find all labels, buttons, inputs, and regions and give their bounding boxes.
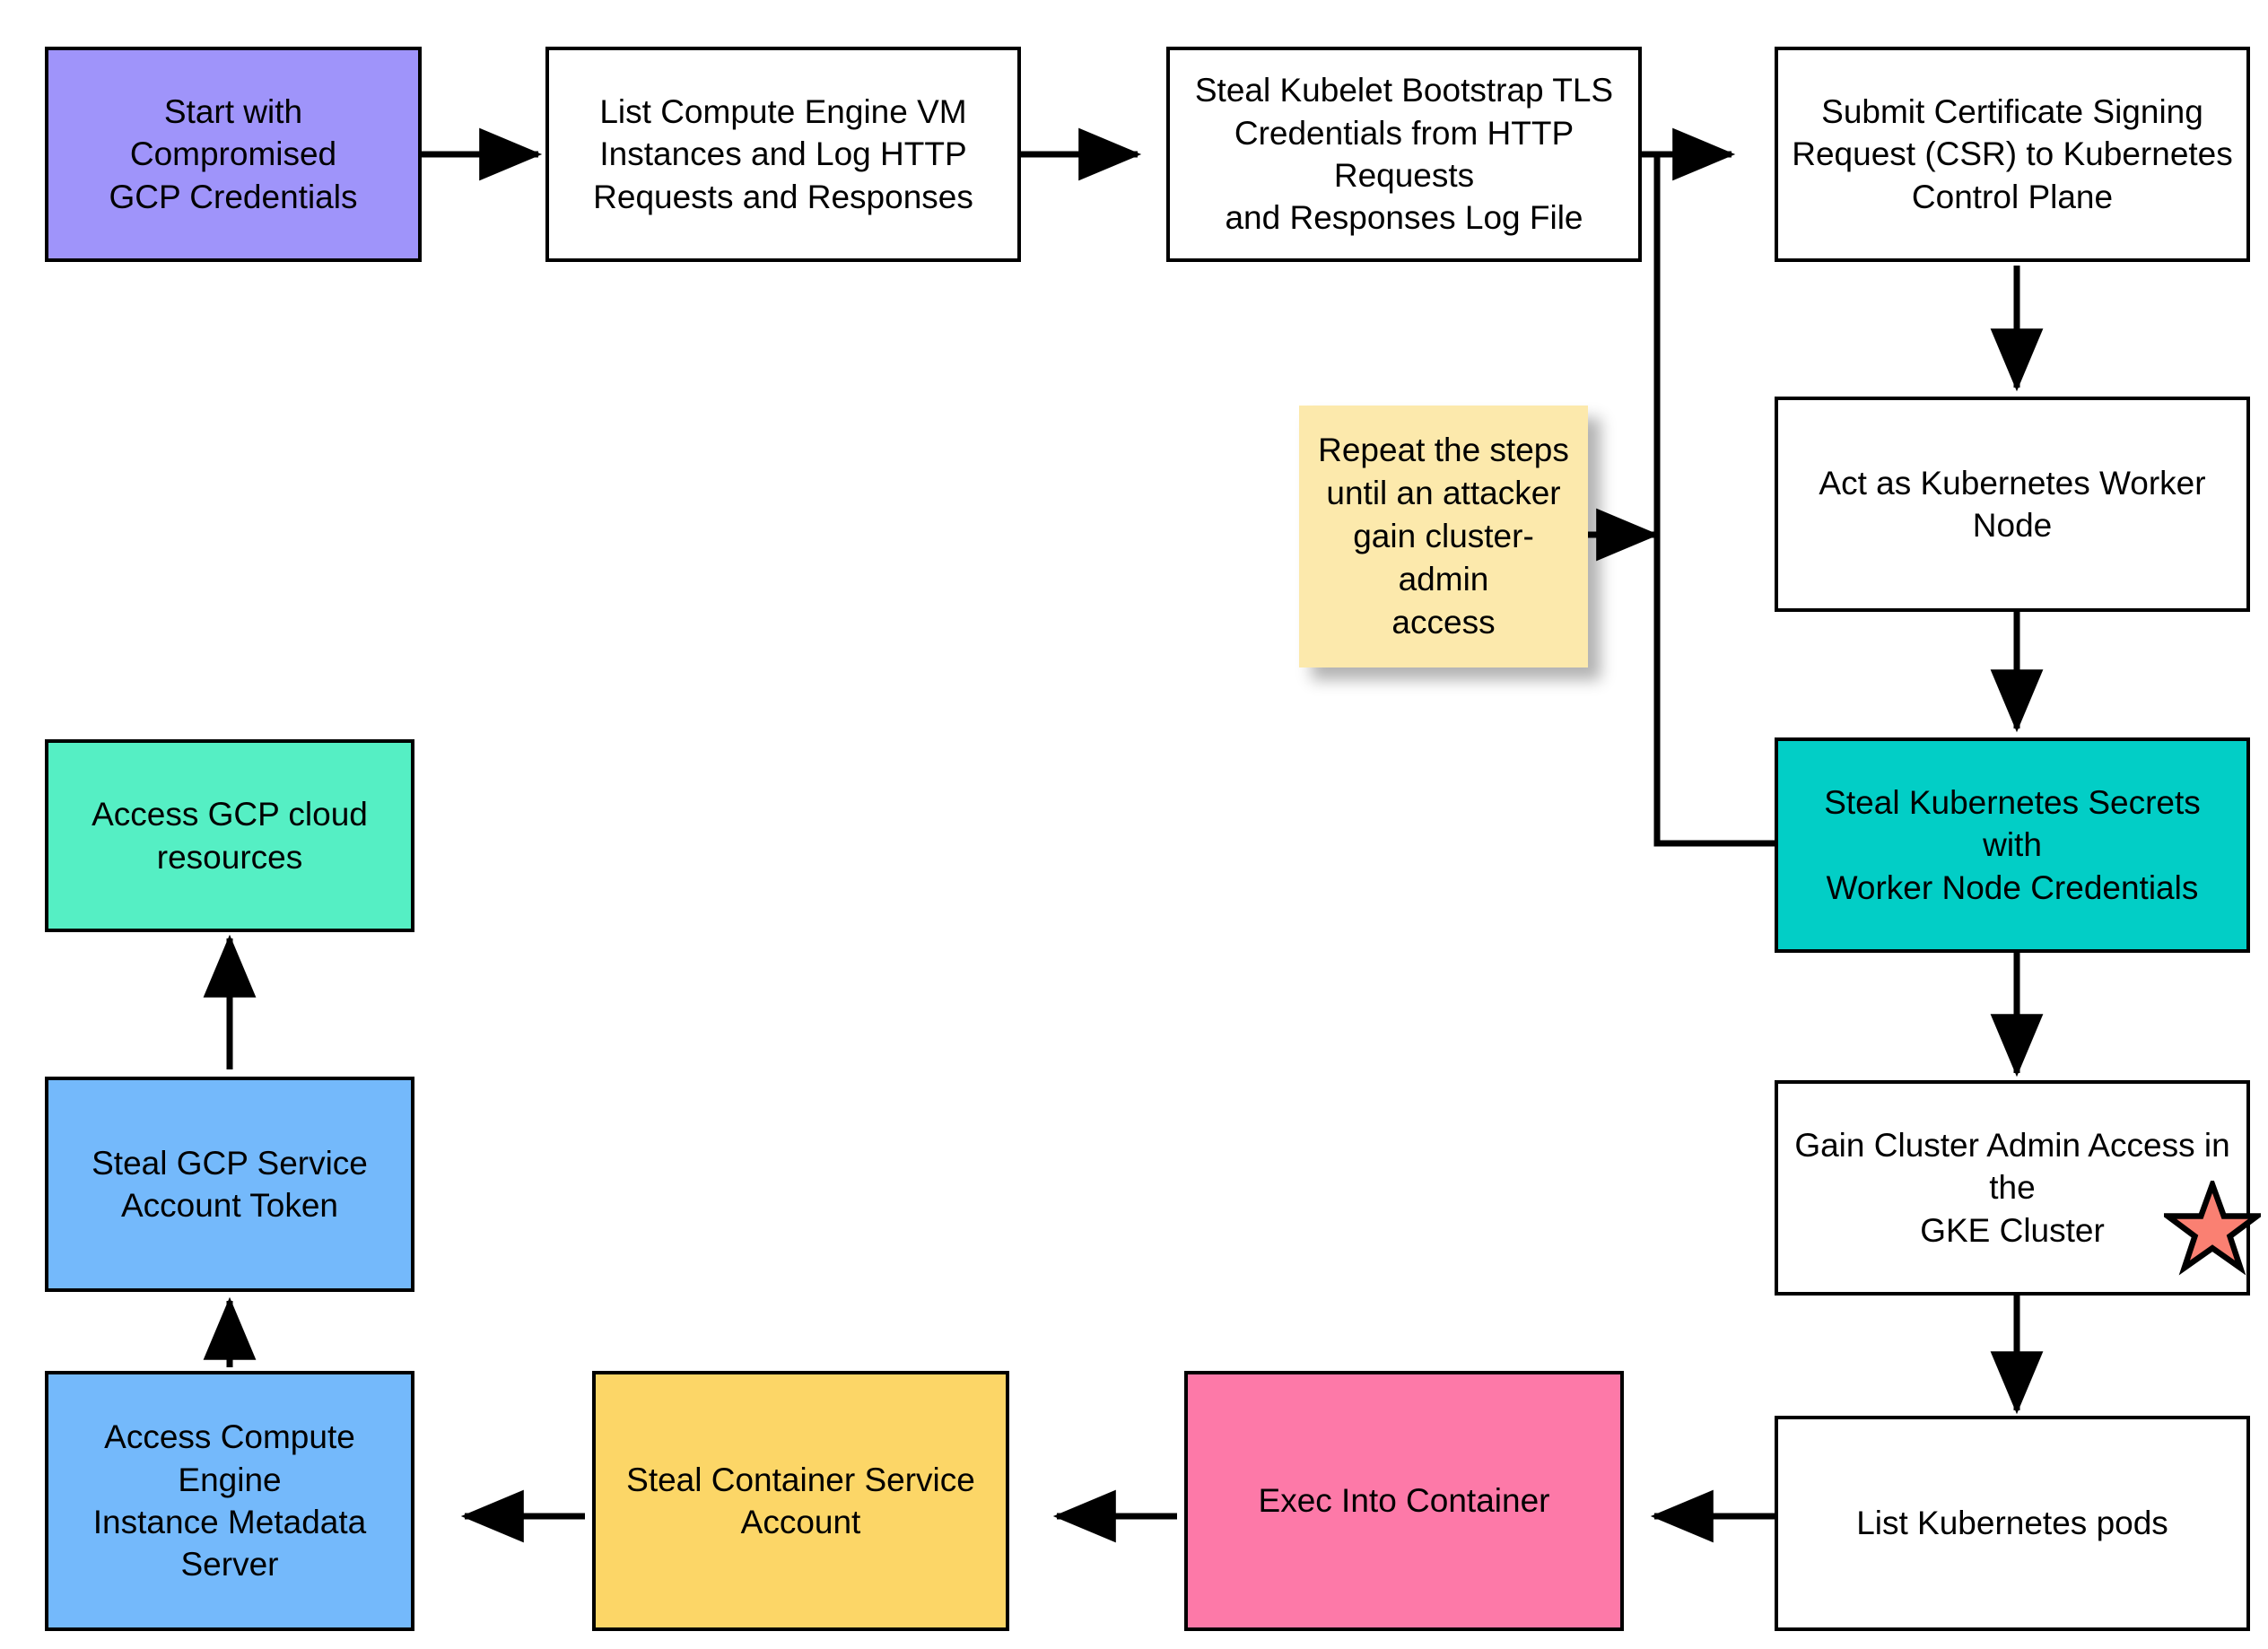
node-steal-container-sa[interactable]: Steal Container Service Account [592,1371,1009,1631]
node-exec-into-container[interactable]: Exec Into Container [1184,1371,1624,1631]
node-start-credentials[interactable]: Start with Compromised GCP Credentials [45,47,422,262]
node-access-metadata-server[interactable]: Access Compute Engine Instance Metadata … [45,1371,414,1631]
node-list-pods[interactable]: List Kubernetes pods [1775,1416,2250,1631]
node-act-as-worker-node[interactable]: Act as Kubernetes Worker Node [1775,397,2250,612]
node-steal-kubelet-tls[interactable]: Steal Kubelet Bootstrap TLS Credentials … [1166,47,1642,262]
node-access-gcp-resources[interactable]: Access GCP cloud resources [45,739,414,932]
node-steal-gcp-sa-token[interactable]: Steal GCP Service Account Token [45,1077,414,1292]
node-list-vm-instances[interactable]: List Compute Engine VM Instances and Log… [545,47,1021,262]
edge-secrets-feedback-loop [1653,154,1775,847]
node-steal-k8s-secrets[interactable]: Steal Kubernetes Secrets with Worker Nod… [1775,737,2250,953]
note-repeat-steps[interactable]: Repeat the steps until an attacker gain … [1299,406,1588,667]
node-submit-csr[interactable]: Submit Certificate Signing Request (CSR)… [1775,47,2250,262]
node-gain-cluster-admin[interactable]: Gain Cluster Admin Access in the GKE Clu… [1775,1080,2250,1296]
